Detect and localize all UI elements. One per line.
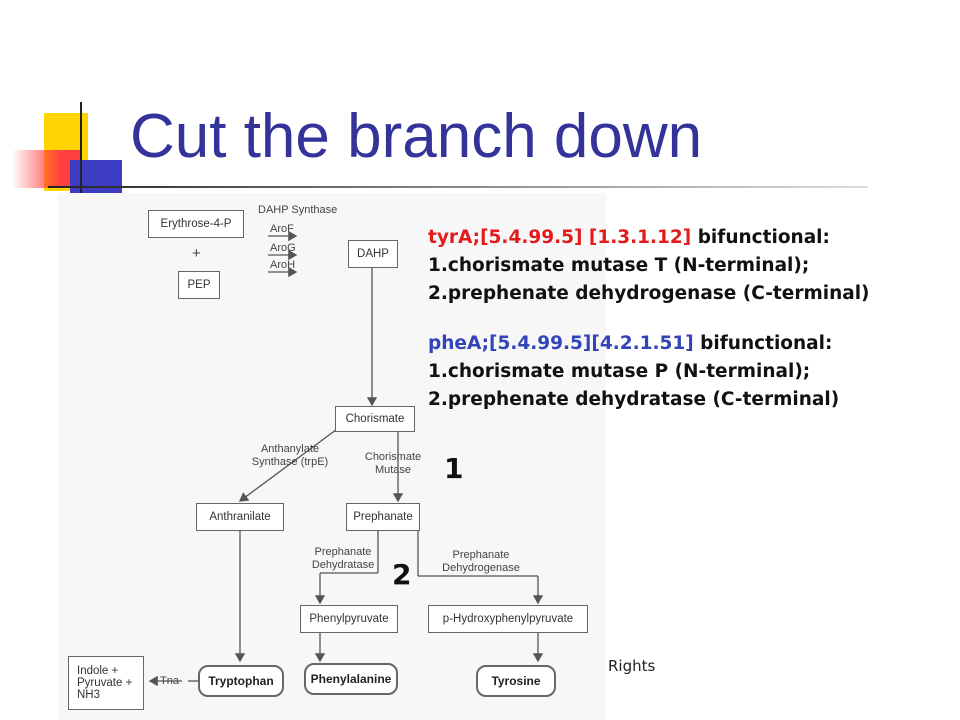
erythrose-4-p-box: Erythrose-4-P	[148, 210, 244, 238]
chorismate-mutase-label: Chorismate Mutase	[364, 451, 422, 477]
enzyme-info-panel: tyrA;[5.4.99.5] [1.3.1.12] bifunctional:…	[428, 224, 870, 414]
decor-vertical-line	[80, 102, 82, 198]
pep-box: PEP	[178, 271, 220, 299]
phenylalanine-box: Phenylalanine	[304, 663, 398, 695]
prephanate-dehydratase-label: Prephanate Dehydratase	[311, 546, 375, 572]
dahp-box: DAHP	[348, 240, 398, 268]
phea-heading: pheA;[5.4.99.5][4.2.1.51] bifunctional:	[428, 330, 870, 358]
prephanate-dehydrogenase-label: Prephanate Dehydrogenase	[442, 549, 520, 575]
phenylpyruvate-box: Phenylpyruvate	[300, 605, 398, 633]
phea-suffix: bifunctional:	[693, 333, 833, 354]
anthranilate-box: Anthranilate	[196, 503, 284, 531]
tryptophan-box: Tryptophan	[198, 665, 284, 697]
phea-id: pheA;[5.4.99.5][4.2.1.51]	[428, 333, 694, 354]
tyra-id: tyrA;[5.4.99.5] [1.3.1.12]	[428, 227, 692, 248]
tyrosine-box: Tyrosine	[476, 665, 556, 697]
tna-label: Tna	[160, 675, 179, 687]
p-hydroxyphenylpyruvate-box: p-Hydroxyphenylpyruvate	[428, 605, 588, 633]
step-marker-1: 1	[444, 452, 464, 485]
prephanate-box: Prephanate	[346, 503, 420, 531]
anthranylate-synthase-label: Anthanylate Synthase (trpE)	[251, 443, 329, 469]
dahp-synthase-label: DAHP Synthase	[258, 204, 338, 216]
plus-sign: +	[192, 245, 201, 262]
phea-line-1: 1.chorismate mutase P (N-terminal);	[428, 361, 811, 382]
step-marker-2: 2	[392, 558, 412, 591]
aroh-label: AroH	[270, 259, 296, 271]
indole-pyruvate-box: Indole + Pyruvate + NH3	[68, 656, 144, 710]
tyra-line-1: 1.chorismate mutase T (N-terminal);	[428, 255, 810, 276]
arog-label: AroG	[270, 242, 296, 254]
pathway-arrows	[148, 230, 544, 687]
pathway-diagram: Erythrose-4-P + PEP DAHP Synthase AroF A…	[58, 193, 606, 720]
chorismate-box: Chorismate	[335, 406, 415, 432]
tyra-line-2: 2.prephenate dehydrogenase (C-terminal)	[428, 283, 870, 304]
tyra-heading: tyrA;[5.4.99.5] [1.3.1.12] bifunctional:	[428, 224, 870, 252]
title-underline	[48, 186, 868, 188]
arof-label: AroF	[270, 223, 294, 235]
phea-line-2: 2.prephenate dehydratase (C-terminal)	[428, 389, 840, 410]
tyra-suffix: bifunctional:	[691, 227, 830, 248]
footer-text: Rights	[608, 657, 656, 675]
slide-title: Cut the branch down	[130, 102, 703, 171]
